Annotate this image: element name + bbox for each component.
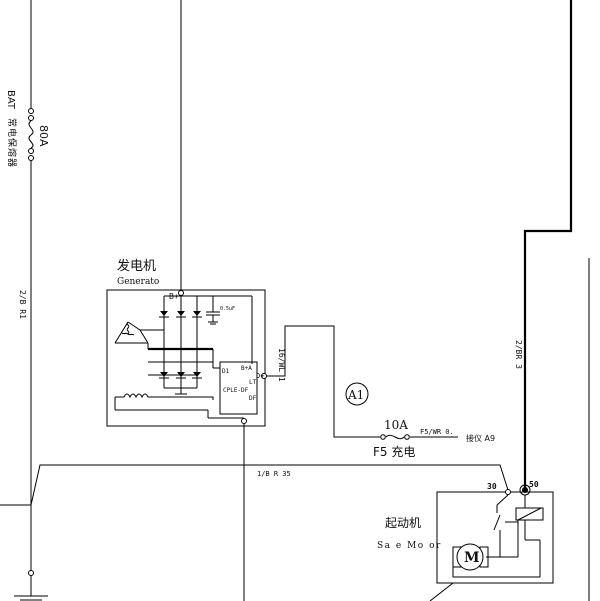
battery-feed-wire <box>0 0 32 570</box>
capacitor-icon <box>206 306 220 325</box>
main-fuse-symbol <box>28 108 34 161</box>
starter-feed-wire <box>523 0 590 601</box>
starter-terminal-30 <box>505 489 511 495</box>
wire-label-right: 2/BR 3 <box>514 340 523 369</box>
main-fuse-source: BAT <box>5 90 16 110</box>
capacitor-label: 0.5uF <box>220 306 235 312</box>
fuse-f5-symbol <box>380 434 458 440</box>
terminal-d-plus-label: D+ <box>256 372 264 380</box>
regulator-pin-d1: D1 <box>222 368 230 375</box>
connector-a1: A1 <box>345 382 369 406</box>
fuse-f5-rating: 10A <box>384 418 408 432</box>
regulator-box <box>219 361 258 415</box>
generator-title-en: Generato <box>117 277 159 287</box>
terminal-b-plus <box>178 290 184 296</box>
regulator-name: CPLE-DF <box>223 387 249 394</box>
main-fuse-name: 常电保熔器 <box>6 118 18 168</box>
terminal-d-plus <box>261 373 267 379</box>
main-fuse-rating: 80A <box>37 125 50 147</box>
fuse-f5-wire: F5/WR 0. <box>420 428 454 436</box>
connector-a1-label: A1 <box>347 388 364 402</box>
generator-title-cn: 发电机 <box>117 258 156 274</box>
diode-upper-row <box>159 311 202 318</box>
wire-label-generator-out: 16/WL 1 <box>277 348 286 382</box>
starter-title-cn: 起动机 <box>385 516 421 530</box>
generator-output-wire <box>267 325 380 438</box>
motor-icon: M <box>452 543 489 571</box>
wire-label-bat: 2/B R1 <box>18 290 27 319</box>
starter-internal-wiring <box>452 494 541 578</box>
starter-terminal-30-label: 30 <box>487 482 497 491</box>
regulator-pin-lt: LT <box>249 379 257 386</box>
motor-label: M <box>464 550 480 566</box>
starter-box <box>436 491 554 584</box>
starter-ground-lead <box>429 582 454 601</box>
stator-winding-icon <box>114 321 149 344</box>
generator-box <box>106 289 266 427</box>
field-coil-icon <box>114 393 244 419</box>
ground-icon <box>14 570 48 601</box>
regulator-pin-ba: B+A <box>241 365 252 372</box>
fuse-f5-dest: 接仪 A9 <box>466 433 495 443</box>
wire-label-lower: 1/B R 35 <box>257 470 291 478</box>
solenoid-icon <box>515 507 544 521</box>
lower-bus-wire <box>30 464 509 506</box>
terminal-ground <box>241 418 247 424</box>
starter-title-en: Sa e Mo or <box>377 541 442 551</box>
fuse-f5-name: F5 充电 <box>373 444 415 459</box>
regulator-pin-df: DF <box>249 395 257 402</box>
starter-terminal-50-label: 50 <box>529 480 539 489</box>
